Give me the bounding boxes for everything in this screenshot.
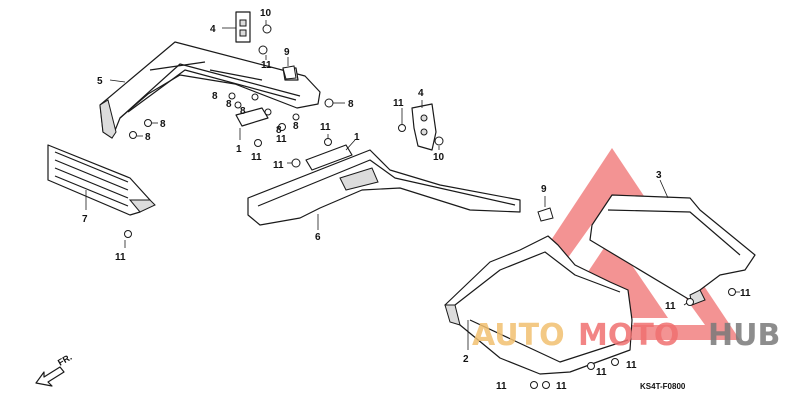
callout-2: 2 — [463, 354, 469, 365]
front-label: FR. — [56, 352, 74, 368]
callout-5: 5 — [97, 76, 103, 87]
watermark-text: AUTO MOTO HUB — [472, 318, 780, 353]
watermark-hub: HUB — [708, 318, 780, 353]
callout-1-left: 1 — [236, 144, 242, 155]
callout-11-k: 11 — [626, 360, 637, 371]
callout-8-a: 8 — [212, 91, 218, 102]
callout-11-c: 11 — [276, 134, 287, 145]
callout-11-top: 11 — [261, 60, 272, 71]
callout-3: 3 — [656, 170, 662, 181]
callout-8-b: 8 — [226, 99, 232, 110]
callout-11-d: 11 — [320, 122, 331, 133]
callout-9-top: 9 — [284, 47, 290, 58]
callout-8-f: 8 — [145, 132, 151, 143]
callout-8-e: 8 — [160, 119, 166, 130]
callout-10-top: 10 — [260, 8, 272, 19]
small-parts — [124, 24, 736, 389]
front-arrow-icon — [35, 366, 65, 387]
callout-6: 6 — [315, 232, 321, 243]
callout-labels: 4 10 11 9 5 8 8 8 8 8 8 8 8 1 11 11 11 1… — [82, 8, 751, 392]
leader-lines — [85, 20, 740, 350]
callout-8-c: 8 — [240, 106, 246, 117]
callout-7: 7 — [82, 214, 88, 225]
callout-4-right: 4 — [418, 88, 424, 99]
callout-11-f: 11 — [393, 98, 404, 109]
callout-11-m: 11 — [556, 381, 567, 392]
callout-4-left: 4 — [210, 24, 216, 35]
callout-8-d: 8 — [348, 99, 354, 110]
front-direction-indicator: FR. — [35, 352, 74, 387]
callout-11-l: 11 — [496, 381, 507, 392]
watermark-moto: MOTO — [578, 318, 679, 353]
diagram-code: KS4T-F0800 — [640, 382, 686, 391]
part-6-side-trim — [247, 144, 521, 226]
part-7-grille — [47, 144, 156, 216]
part-4-bracket-right — [411, 103, 437, 151]
callout-11-j: 11 — [596, 367, 607, 378]
callout-11-h: 11 — [665, 301, 676, 312]
callout-11-g: 11 — [115, 252, 126, 263]
callout-11-b: 11 — [251, 152, 262, 163]
callout-11-e: 11 — [273, 160, 284, 171]
callout-11-i: 11 — [740, 288, 751, 299]
callout-1-right: 1 — [354, 132, 360, 143]
callout-9-right: 9 — [541, 184, 547, 195]
part-2-body-cover — [444, 235, 633, 375]
watermark-auto: AUTO — [472, 318, 565, 353]
callout-8-h: 8 — [276, 125, 282, 136]
callout-10-right: 10 — [433, 152, 445, 163]
callout-8-g: 8 — [293, 121, 299, 132]
